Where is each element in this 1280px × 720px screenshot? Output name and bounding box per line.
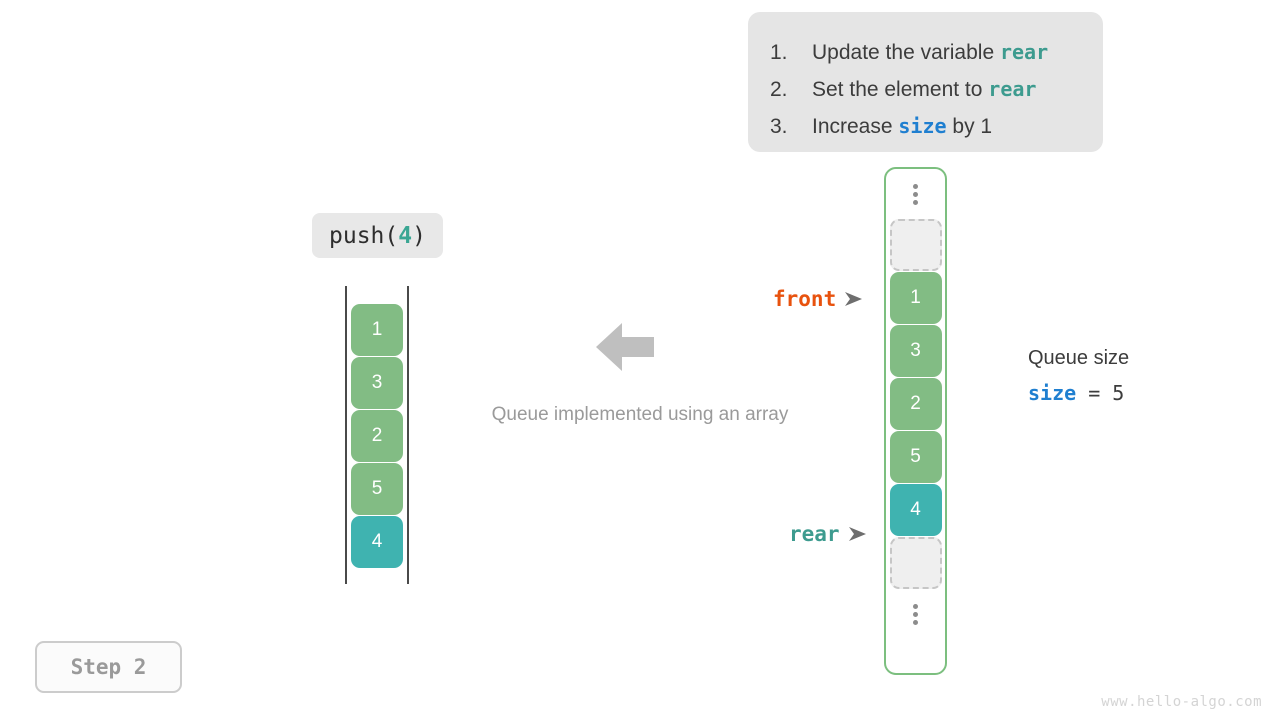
arrow-left-icon	[596, 322, 654, 372]
queue-cell-empty	[889, 219, 942, 271]
size-equals: =	[1076, 381, 1113, 405]
keyword-size: size	[898, 114, 947, 138]
queue-representation: 1 3 2 5 4	[884, 167, 947, 675]
array-representation: 1 3 2 5 4	[345, 286, 409, 584]
instruction-number: 3.	[770, 115, 788, 138]
watermark: www.hello-algo.com	[1101, 694, 1262, 710]
instruction-item: 2. Set the element to rear	[748, 71, 1103, 108]
instruction-pre: Set the element to	[812, 78, 989, 101]
rear-pointer: rear	[789, 522, 866, 546]
pointer-arrow-icon	[848, 522, 866, 546]
array-cell-list: 1 3 2 5 4	[351, 304, 403, 568]
queue-cell: 5	[889, 431, 942, 483]
instruction-number: 1.	[770, 41, 788, 64]
operation-name: push(	[329, 222, 399, 249]
instruction-panel: 1. Update the variable rear 2. Set the e…	[748, 12, 1103, 152]
keyword-rear: rear	[999, 40, 1049, 64]
instruction-text: Update the variable rear	[812, 34, 1048, 71]
instruction-item: 1. Update the variable rear	[748, 34, 1103, 71]
array-cell: 1	[351, 304, 403, 356]
pointer-arrow-icon	[845, 287, 863, 311]
diagram-caption: Queue implemented using an array	[491, 404, 789, 425]
queue-cell-highlighted: 4	[889, 484, 942, 536]
array-cell: 3	[351, 357, 403, 409]
front-pointer: front	[773, 287, 863, 311]
instruction-text: Increase size by 1	[812, 108, 992, 145]
instruction-item: 3. Increase size by 1	[748, 108, 1103, 145]
queue-cell-list: 1 3 2 5 4	[889, 219, 942, 589]
instruction-pre: Increase	[812, 115, 899, 138]
queue-size-expression: size = 5	[1028, 381, 1228, 405]
instruction-post: by 1	[946, 115, 993, 138]
array-rail-right	[407, 286, 409, 584]
step-badge: Step 2	[35, 641, 182, 693]
operation-argument: 4	[398, 222, 413, 249]
array-rail-left	[345, 286, 347, 584]
queue-cell: 2	[889, 378, 942, 430]
size-value: 5	[1112, 381, 1125, 405]
instruction-list: 1. Update the variable rear 2. Set the e…	[748, 34, 1103, 145]
vertical-ellipsis-icon	[913, 589, 918, 639]
keyword-rear: rear	[988, 77, 1037, 101]
array-cell: 5	[351, 463, 403, 515]
queue-cell: 1	[889, 272, 942, 324]
vertical-ellipsis-icon	[913, 169, 918, 219]
operation-label: push(4)	[312, 213, 443, 258]
array-cell: 2	[351, 410, 403, 462]
keyword-size: size	[1028, 381, 1077, 405]
queue-cell-empty	[889, 537, 942, 589]
instruction-pre: Update the variable	[812, 41, 1000, 64]
queue-size-info: Queue size size = 5	[1028, 343, 1228, 405]
rear-pointer-label: rear	[789, 522, 840, 546]
instruction-number: 2.	[770, 78, 788, 101]
front-pointer-label: front	[773, 287, 837, 311]
queue-cell: 3	[889, 325, 942, 377]
array-cell-highlighted: 4	[351, 516, 403, 568]
instruction-text: Set the element to rear	[812, 71, 1036, 108]
operation-close-paren: )	[412, 222, 426, 249]
queue-size-title: Queue size	[1028, 347, 1130, 369]
